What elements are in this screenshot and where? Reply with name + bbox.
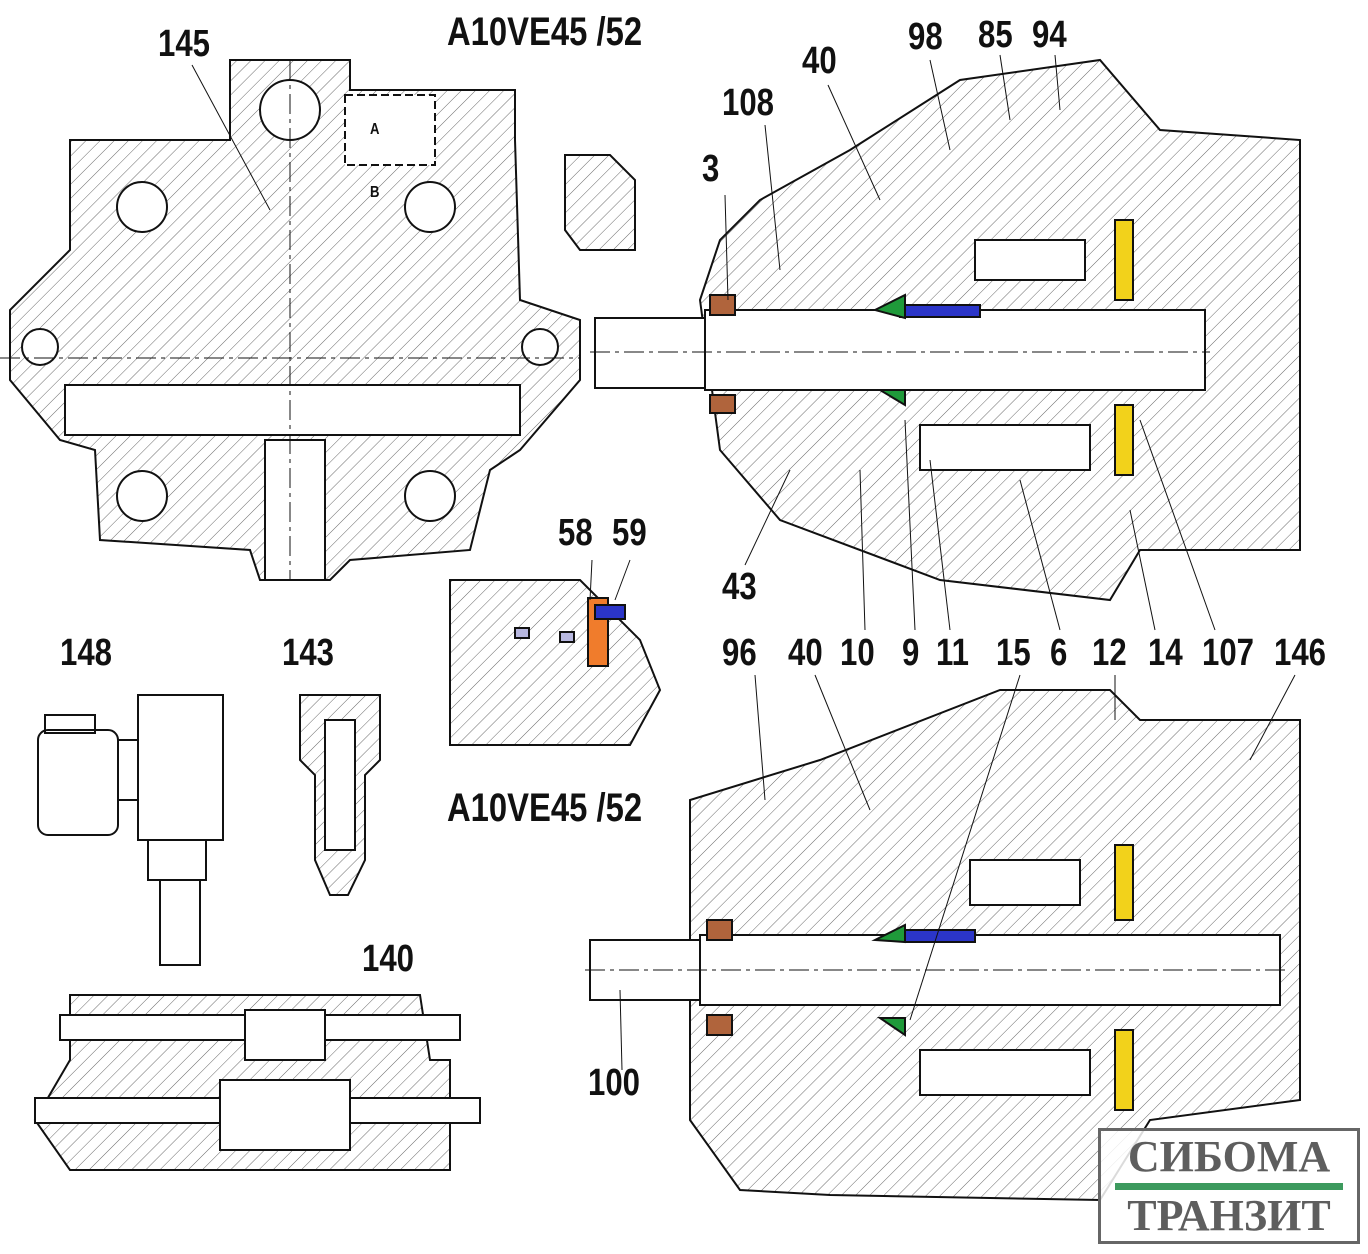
part-label-85: 85 bbox=[978, 14, 1013, 56]
top-right-cross-section bbox=[590, 58, 1301, 602]
part-label-140: 140 bbox=[362, 938, 414, 980]
company-logo: СИБОМА ТРАНЗИТ bbox=[1098, 1128, 1360, 1244]
leader-lines bbox=[191, 54, 1296, 1071]
top-left-pump-view bbox=[0, 59, 581, 581]
solenoid-148 bbox=[37, 694, 224, 966]
part-label-14: 14 bbox=[1148, 632, 1183, 674]
part-label-58: 58 bbox=[558, 512, 593, 554]
part-label-40-bottom: 40 bbox=[788, 632, 823, 674]
part-label-107: 107 bbox=[1202, 632, 1254, 674]
part-label-143: 143 bbox=[282, 632, 334, 674]
logo-line-2: ТРАНЗИТ bbox=[1127, 1191, 1331, 1240]
part-label-108: 108 bbox=[722, 82, 774, 124]
model-title-top: A10VE45 /52 bbox=[447, 10, 643, 54]
part-label-94: 94 bbox=[1032, 14, 1067, 56]
small-detail-top bbox=[564, 154, 636, 251]
part-label-6: 6 bbox=[1050, 632, 1068, 674]
part-label-9: 9 bbox=[902, 632, 920, 674]
seal-detail bbox=[449, 579, 662, 746]
valve-143 bbox=[299, 694, 381, 896]
logo-divider bbox=[1115, 1183, 1343, 1190]
port-b-label: B bbox=[370, 184, 380, 201]
part-label-3: 3 bbox=[702, 148, 720, 190]
part-label-11: 11 bbox=[936, 632, 969, 674]
part-label-43: 43 bbox=[722, 566, 757, 608]
part-label-145: 145 bbox=[158, 23, 210, 65]
port-a-label: A bbox=[370, 121, 380, 138]
part-label-98: 98 bbox=[908, 16, 943, 58]
part-label-100: 100 bbox=[588, 1062, 640, 1104]
part-label-146: 146 bbox=[1274, 632, 1326, 674]
part-label-96: 96 bbox=[722, 632, 757, 674]
part-label-59: 59 bbox=[612, 512, 647, 554]
part-label-10: 10 bbox=[840, 632, 875, 674]
model-title-middle: A10VE45 /52 bbox=[447, 786, 643, 830]
bottom-right-cross-section bbox=[585, 689, 1301, 1202]
part-label-40-top: 40 bbox=[802, 40, 837, 82]
part-label-15: 15 bbox=[996, 632, 1031, 674]
logo-line-1: СИБОМА bbox=[1127, 1132, 1331, 1181]
part-label-12: 12 bbox=[1092, 632, 1127, 674]
valve-140 bbox=[33, 994, 481, 1171]
part-label-148: 148 bbox=[60, 632, 112, 674]
